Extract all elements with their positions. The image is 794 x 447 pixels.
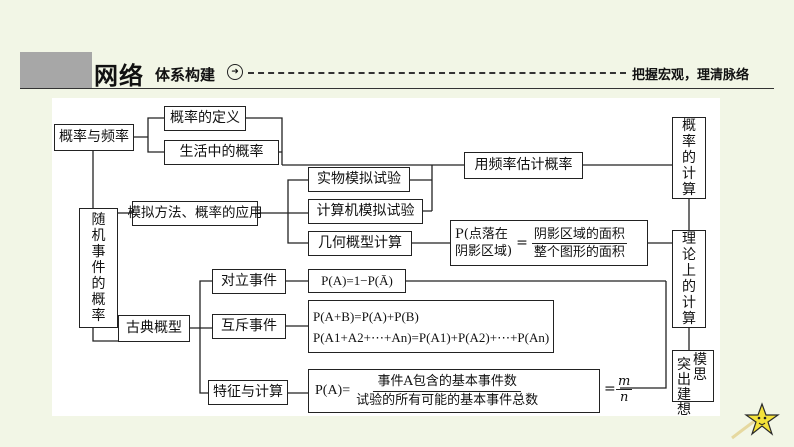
node-geometric: 几何概型计算 [308,231,412,256]
random-event-prob-text: 随机事件的概率 [91,212,106,324]
node-opposite: 对立事件 [212,269,286,294]
node-exclusive: 互斥事件 [212,314,286,339]
node-physical-sim: 实物模拟试验 [308,167,410,192]
classical-denominator: 试验的所有可能的基本事件总数 [356,392,539,408]
node-prob-freq: 概率与频率 [54,124,134,151]
opposite-formula: P(A)=1−P(Ā) [308,269,406,293]
header-right-text: 把握宏观，理清脉络 [632,68,750,83]
node-classical: 古典概型 [118,315,190,342]
classical-n: n [619,390,629,405]
theory-calc-text: 理论上的计算 [682,231,696,327]
node-prob-calc: 概率的计算 [672,117,706,199]
exclusive-line-1: P(A+B)=P(A)+P(B) [313,308,419,324]
classical-numerator: 事件A包含的基本事件数 [373,373,521,392]
node-model: 突出建想 模思 [672,350,714,418]
model-text-left: 突出建想 [677,357,691,418]
geo-numerator: 阴影区域的面积 [531,226,627,244]
node-random-event-prob: 随机事件的概率 [79,208,118,328]
geometric-formula: P(点落在 阴影区域) = 阴影区域的面积 整个图形的面积 [450,220,648,266]
header-title: 网络 [94,62,144,90]
classical-formula: P(A)= 事件A包含的基本事件数 试验的所有可能的基本事件总数 [308,369,600,413]
header-gray-block [20,52,92,88]
header-subtitle: 体系构建 [155,66,216,84]
arrow-right-icon: ➜ [227,64,243,80]
geo-denominator: 整个图形的面积 [533,244,625,260]
node-computer-sim: 计算机模拟试验 [308,199,423,224]
classical-eq: = [604,381,616,397]
exclusive-formula: P(A+B)=P(A)+P(B) P(A1+A2+⋯+An)=P(A1)+P(A… [308,300,554,353]
classical-fraction: m n [616,374,633,405]
node-simulation: 模拟方法、概率的应用 [128,201,263,226]
node-life-prob: 生活中的概率 [164,140,279,165]
node-feature: 特征与计算 [208,380,288,405]
header-underline [20,88,774,89]
geo-left-top: P(点落在 [455,227,508,242]
node-estimate: 用频率估计概率 [464,152,583,179]
exclusive-line-2: P(A1+A2+⋯+An)=P(A1)+P(A2)+⋯+P(An) [313,329,550,345]
classical-lhs: P(A)= [315,382,351,398]
geo-left-bottom: 阴影区域) [455,244,513,259]
header-dashed-line [248,72,626,74]
star-icon [731,402,780,440]
classical-m: m [616,374,633,390]
node-theory-calc: 理论上的计算 [672,230,706,328]
node-definition: 概率的定义 [164,106,246,131]
model-text-right: 模思 [693,352,707,383]
prob-calc-text: 概率的计算 [682,118,696,198]
geo-eq: = [516,234,528,251]
